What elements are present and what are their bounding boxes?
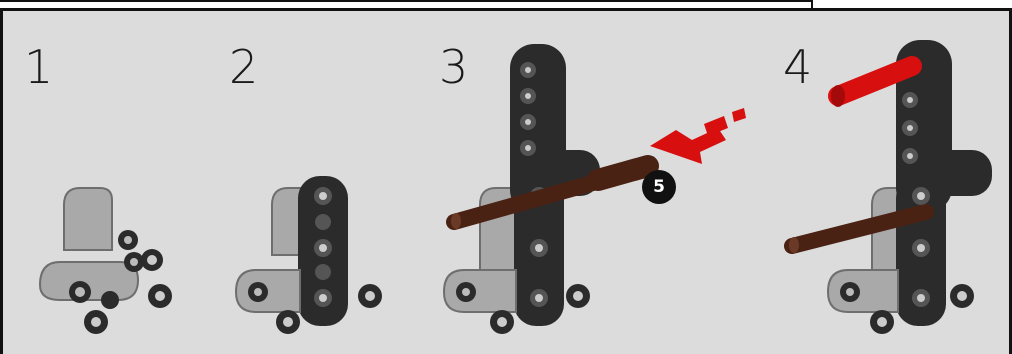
step-number-3: 3 (439, 44, 468, 90)
step-number-1: 1 (24, 44, 53, 90)
step-number-4: 4 (783, 44, 812, 90)
step2-assembly (236, 176, 382, 334)
insert-arrow (650, 108, 746, 164)
step3-assembly (444, 44, 648, 334)
step4-assembly (789, 40, 992, 334)
step1-assembly (40, 188, 172, 334)
step-number-2: 2 (229, 44, 258, 90)
quantity-badge: 5 (642, 170, 676, 204)
